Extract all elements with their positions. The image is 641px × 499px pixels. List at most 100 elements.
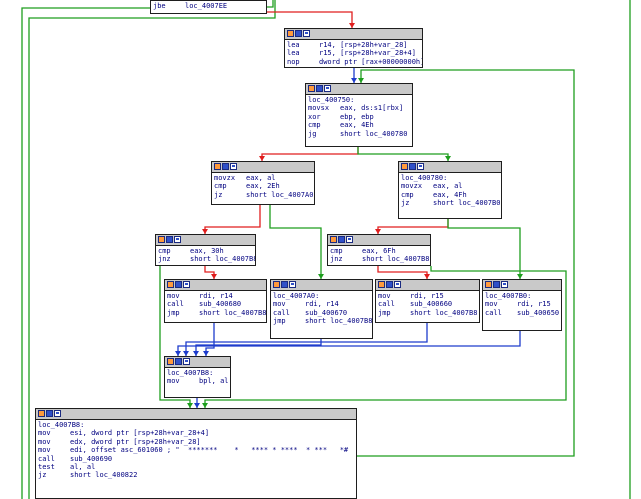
edge-b10-b11-arrowhead — [175, 351, 181, 356]
block-label[interactable]: loc_4007A0: — [273, 292, 320, 300]
color-icon[interactable] — [214, 163, 221, 170]
group-icon[interactable] — [166, 236, 173, 243]
edge-b3-b5 — [204, 205, 261, 234]
color-icon[interactable] — [167, 281, 174, 288]
group-icon[interactable] — [409, 163, 416, 170]
mnemonic: mov — [38, 446, 51, 455]
graph-icon[interactable] — [394, 281, 401, 288]
block-label[interactable]: loc_400780: — [401, 174, 448, 182]
group-icon[interactable] — [295, 30, 302, 37]
graph-icon[interactable] — [324, 85, 331, 92]
group-icon[interactable] — [316, 85, 323, 92]
graph-icon[interactable] — [54, 410, 61, 417]
group-icon[interactable] — [281, 281, 288, 288]
color-icon[interactable] — [273, 281, 280, 288]
graph-icon[interactable] — [501, 281, 508, 288]
group-icon[interactable] — [222, 163, 229, 170]
graph-icon[interactable] — [183, 281, 190, 288]
operands: edi, offset asc_601060 ; " ******* * ***… — [70, 446, 357, 455]
color-icon[interactable] — [158, 236, 165, 243]
group-icon[interactable] — [386, 281, 393, 288]
color-icon[interactable] — [485, 281, 492, 288]
graph-icon[interactable] — [230, 163, 237, 170]
block-label[interactable]: loc_4007B8: — [38, 421, 85, 429]
block-header — [483, 280, 561, 291]
color-icon[interactable] — [287, 30, 294, 37]
color-icon[interactable] — [401, 163, 408, 170]
group-icon[interactable] — [338, 236, 345, 243]
operands: rdi, r14 — [199, 292, 233, 300]
graph-icon[interactable] — [289, 281, 296, 288]
group-icon[interactable] — [175, 281, 182, 288]
graph-icon[interactable] — [303, 30, 310, 37]
block-label[interactable]: loc_4007B8: — [167, 369, 214, 377]
color-icon[interactable] — [38, 410, 45, 417]
operands: short loc_4007B8 — [305, 317, 373, 326]
group-icon[interactable] — [46, 410, 53, 417]
group-icon[interactable] — [493, 281, 500, 288]
graph-icon[interactable] — [174, 236, 181, 243]
color-icon[interactable] — [330, 236, 337, 243]
color-icon[interactable] — [308, 85, 315, 92]
graph-icon[interactable] — [417, 163, 424, 170]
graph-icon[interactable] — [346, 236, 353, 243]
group-icon[interactable] — [175, 358, 182, 365]
color-icon[interactable] — [378, 281, 385, 288]
block-label[interactable]: loc_400750: — [308, 96, 355, 104]
block-label[interactable]: loc_4007B0: — [485, 292, 532, 300]
mnemonic: mov — [167, 377, 180, 386]
edge-b9-b11-arrowhead — [183, 351, 189, 356]
graph-icon[interactable] — [183, 358, 190, 365]
color-icon[interactable] — [167, 358, 174, 365]
